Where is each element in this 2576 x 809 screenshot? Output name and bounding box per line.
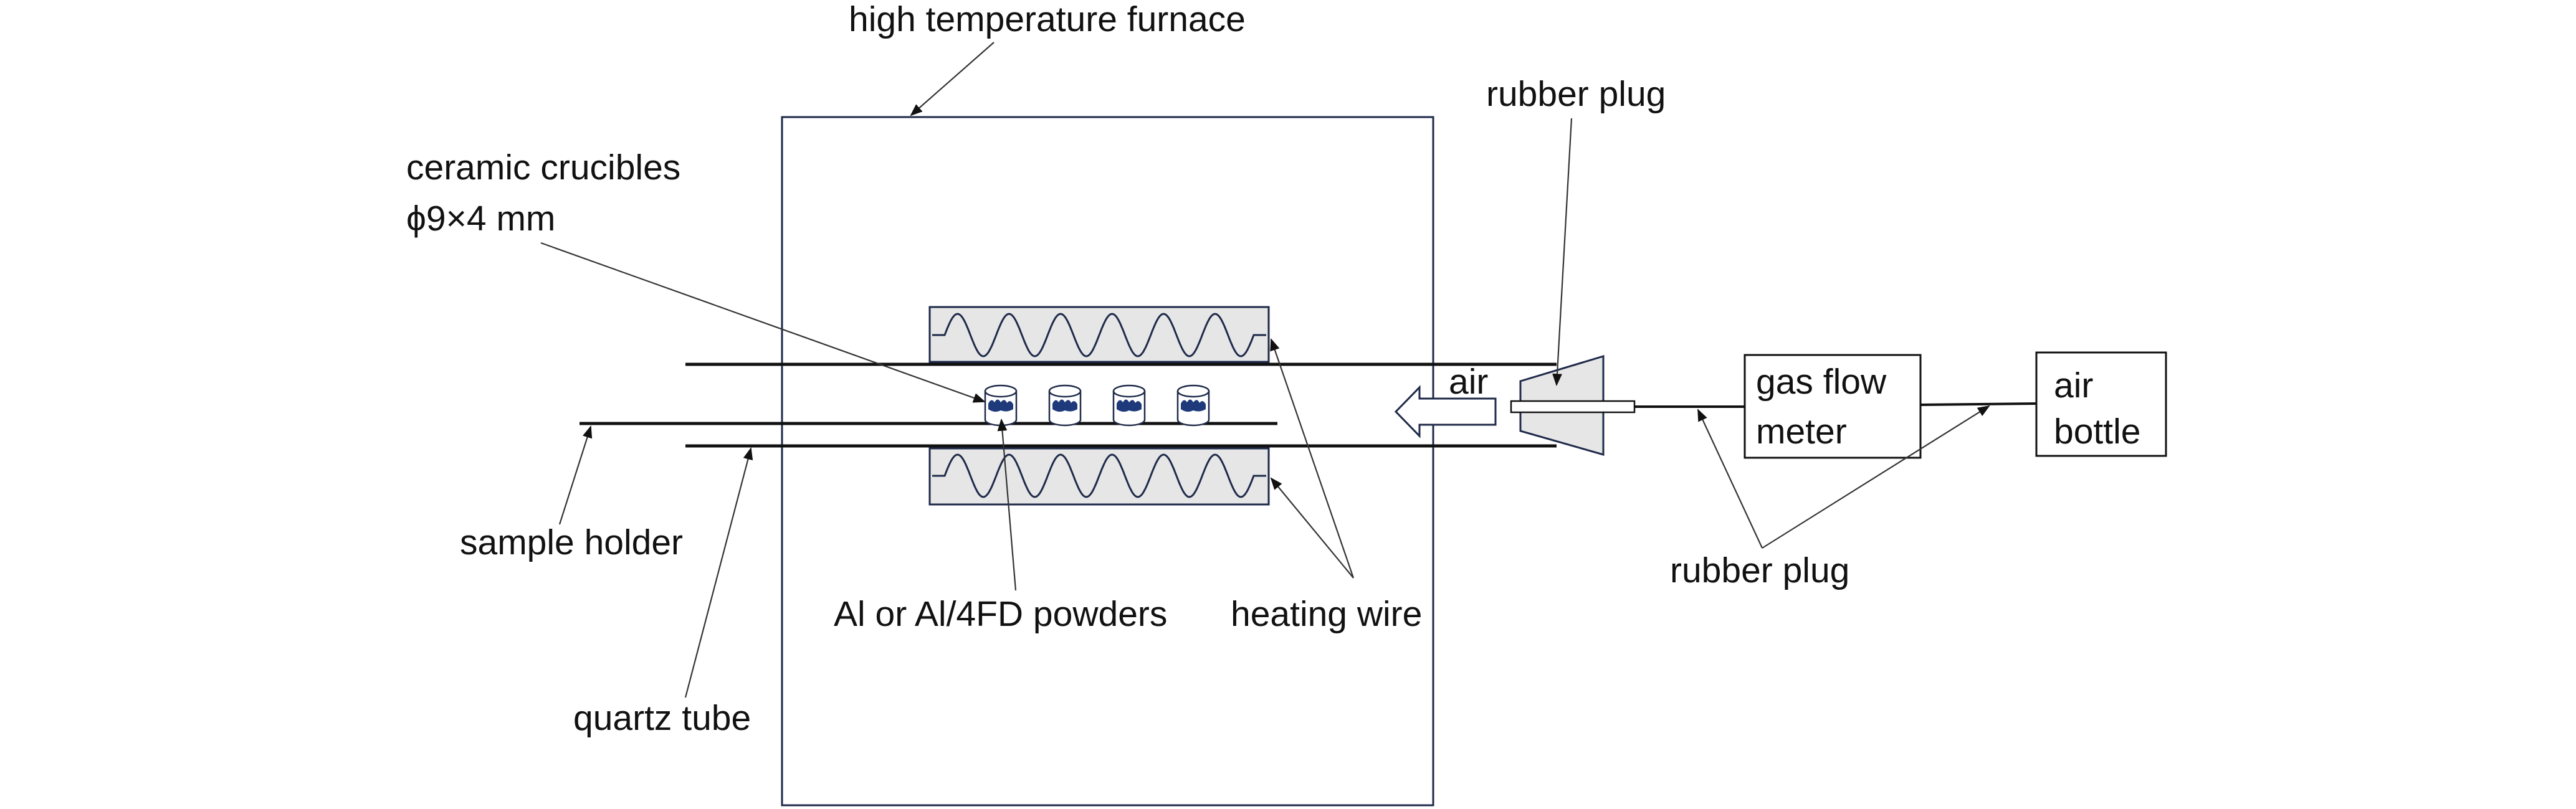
furnace-label: high temperature furnace [849, 0, 1246, 39]
leader-sample-holder [558, 425, 593, 525]
air-flow-arrow [1394, 385, 1497, 438]
inlet-pipe-stub [1510, 400, 1636, 414]
heating-wire-label: heating wire [1231, 594, 1422, 634]
powder [988, 399, 1013, 412]
air-bottle-label-line1: air [2054, 366, 2093, 405]
heating-coil-top [932, 313, 1266, 357]
crucible [1176, 384, 1210, 427]
air-flow-label: air [1449, 362, 1488, 402]
leader-crucibles [540, 242, 986, 403]
rubber-plug-top-label: rubber plug [1486, 74, 1666, 114]
crucibles-label-line2: ϕ9×4 mm [406, 199, 555, 239]
leader-heating-wire-bottom [1270, 477, 1354, 579]
leader-furnace [910, 42, 995, 116]
leader-rubber-plug-top [1552, 118, 1573, 386]
leader-rubber-plug-meter [1697, 409, 1763, 549]
air-bottle-box [2035, 351, 2167, 457]
powder [1052, 399, 1077, 412]
gas-flow-meter-label-line2: meter [1756, 412, 1847, 452]
gas-line-meter-to-bottle [1919, 402, 2037, 406]
sample-holder-label: sample holder [460, 523, 683, 562]
crucible-rim [984, 384, 1018, 398]
crucible-rim [1112, 384, 1146, 398]
crucible [984, 384, 1018, 427]
furnace-frame [781, 116, 1434, 807]
heating-coil-bottom [932, 453, 1266, 498]
crucible [1112, 384, 1146, 427]
crucibles-label-line1: ceramic crucibles [406, 148, 680, 187]
gas-flow-meter-box [1744, 354, 1922, 459]
crucible-rim [1176, 384, 1210, 398]
air-bottle-label-line2: bottle [2054, 412, 2140, 452]
quartz-tube-label: quartz tube [573, 698, 751, 738]
powder [1117, 399, 1142, 412]
powders-label: Al or Al/4FD powders [834, 594, 1167, 634]
gas-flow-meter-label-line1: gas flow [1756, 362, 1887, 402]
powder [1181, 399, 1206, 412]
leader-quartz-tube [684, 447, 753, 698]
crucible [1048, 384, 1082, 427]
rubber-plug-bottom-label: rubber plug [1670, 551, 1849, 590]
crucible-rim [1048, 384, 1082, 398]
leader-heating-wire-top [1270, 338, 1355, 579]
crucible-group [984, 384, 1210, 427]
leader-rubber-plug-bottle [1762, 405, 1990, 549]
leader-powders [997, 419, 1017, 591]
